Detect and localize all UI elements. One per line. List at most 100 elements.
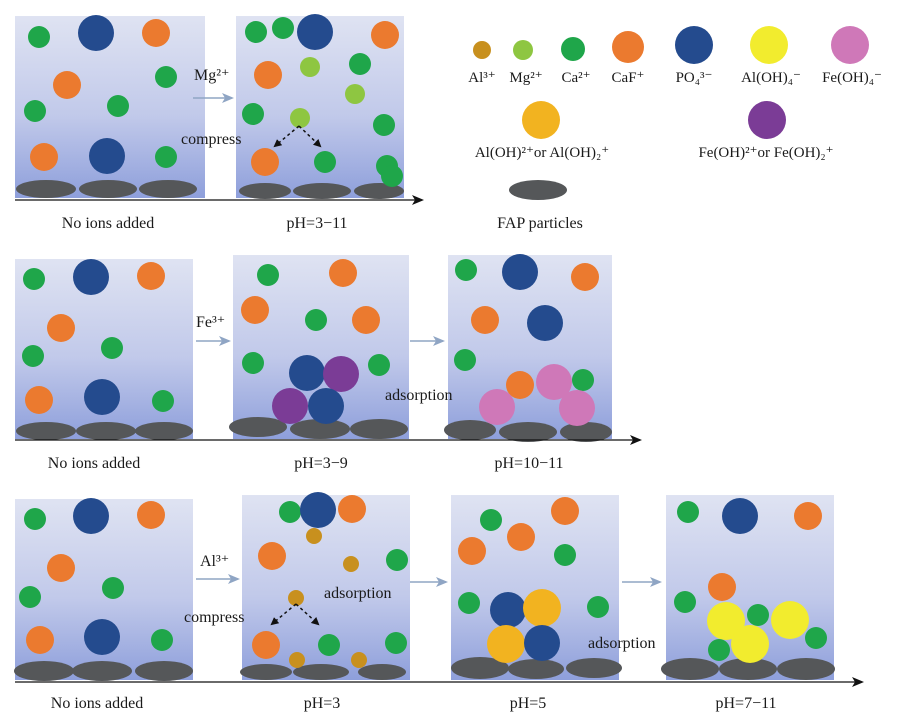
ca2-ion <box>102 577 124 599</box>
ca2-ion <box>19 586 41 608</box>
caf-ion <box>794 502 822 530</box>
po4-ion <box>73 259 109 295</box>
ca2-ion <box>454 349 476 371</box>
ca2-ion <box>101 337 123 359</box>
ca2-ion <box>24 508 46 530</box>
po4-ion <box>490 592 526 628</box>
legend-label-feoh2: Fe(OH)²⁺or Fe(OH)₂⁺ <box>698 145 833 161</box>
al3-ion <box>343 556 359 572</box>
po4-ion <box>297 14 333 50</box>
legend-label-fap: FAP particles <box>497 215 583 232</box>
ca2-ion <box>28 26 50 48</box>
ca2-ion <box>458 592 480 614</box>
po4-ion <box>73 498 109 534</box>
ca2-ion <box>373 114 395 136</box>
ca2-ion <box>314 151 336 173</box>
fap-particle <box>354 183 404 199</box>
ca2-ion <box>24 100 46 122</box>
caption-row2-3: pH=10−11 <box>494 455 563 472</box>
caf-ion <box>507 523 535 551</box>
legend-label-po4: PO₄³⁻ <box>676 70 713 86</box>
ca2-ion <box>151 629 173 651</box>
caf-ion <box>47 314 75 342</box>
ion-label-fe: Fe³⁺ <box>196 314 225 331</box>
fap-particle <box>777 658 835 680</box>
caf-ion <box>571 263 599 291</box>
feoh4-ion <box>479 389 515 425</box>
compress-arrows-row1 <box>273 125 322 148</box>
aloh4-ion <box>707 602 745 640</box>
ca2-ion <box>349 53 371 75</box>
caf-ion <box>47 554 75 582</box>
note-compress-row3: compress <box>184 609 244 626</box>
caf-ion <box>551 497 579 525</box>
fap-particle <box>79 180 137 198</box>
ca2-ion <box>318 634 340 656</box>
ca2-ion <box>155 146 177 168</box>
fap-particle <box>135 422 193 440</box>
fap-particle <box>350 419 408 439</box>
ca2-ion <box>587 596 609 618</box>
legend-swatch-fap <box>509 180 567 200</box>
fap-particle <box>135 661 193 681</box>
feoh4-ion <box>559 390 595 426</box>
caption-row3-3: pH=5 <box>510 695 547 712</box>
ca2-ion <box>554 544 576 566</box>
ca2-ion <box>381 165 403 187</box>
fap-particle <box>239 183 291 199</box>
al3-ion <box>351 652 367 668</box>
caf-ion <box>251 148 279 176</box>
po4-ion <box>722 498 758 534</box>
legend-swatch-po4 <box>675 26 713 64</box>
po4-ion <box>502 254 538 290</box>
fap-particle <box>508 659 564 679</box>
po4-ion <box>89 138 125 174</box>
fap-particle <box>72 661 132 681</box>
fap-particle <box>76 422 136 440</box>
ca2-ion <box>152 390 174 412</box>
fap-particle <box>719 658 777 680</box>
ion-label-mg: Mg²⁺ <box>194 67 229 84</box>
ion-label-al: Al³⁺ <box>200 553 229 570</box>
compress-arrows-row3 <box>270 603 320 626</box>
caf-ion <box>53 71 81 99</box>
fap-particle <box>358 664 406 680</box>
caf-ion <box>708 573 736 601</box>
ca2-ion <box>279 501 301 523</box>
caf-ion <box>252 631 280 659</box>
fap-particle <box>661 658 719 680</box>
legend-swatch-feoh4 <box>831 26 869 64</box>
po4-ion <box>84 379 120 415</box>
caf-ion <box>26 626 54 654</box>
legend-label-aloh4: Al(OH)₄⁻ <box>741 70 801 86</box>
legend-label-mg2: Mg²⁺ <box>509 70 542 86</box>
feoh2-ion <box>272 388 308 424</box>
feoh4-ion <box>536 364 572 400</box>
ca2-ion <box>242 103 264 125</box>
caf-ion <box>329 259 357 287</box>
legend-label-feoh4: Fe(OH)₄⁻ <box>822 70 882 86</box>
po4-ion <box>308 388 344 424</box>
caf-ion <box>142 19 170 47</box>
fap-particle <box>14 661 74 681</box>
legend-label-aloh2: Al(OH)²⁺or Al(OH)₂⁺ <box>475 145 609 161</box>
caf-ion <box>506 371 534 399</box>
legend-swatch-al3 <box>473 41 491 59</box>
ca2-ion <box>385 632 407 654</box>
fap-particle <box>139 180 197 198</box>
po4-ion <box>289 355 325 391</box>
ca2-ion <box>386 549 408 571</box>
aloh2-ion <box>523 589 561 627</box>
ca2-ion <box>245 21 267 43</box>
fap-particle <box>290 419 350 439</box>
legend-swatch-mg2 <box>513 40 533 60</box>
fap-particle <box>499 422 557 442</box>
al3-ion <box>306 528 322 544</box>
ca2-ion <box>107 95 129 117</box>
ca2-ion <box>572 369 594 391</box>
aloh4-ion <box>771 601 809 639</box>
ca2-ion <box>305 309 327 331</box>
caption-row2-2: pH=3−9 <box>294 455 348 472</box>
mg2-ion <box>290 108 310 128</box>
